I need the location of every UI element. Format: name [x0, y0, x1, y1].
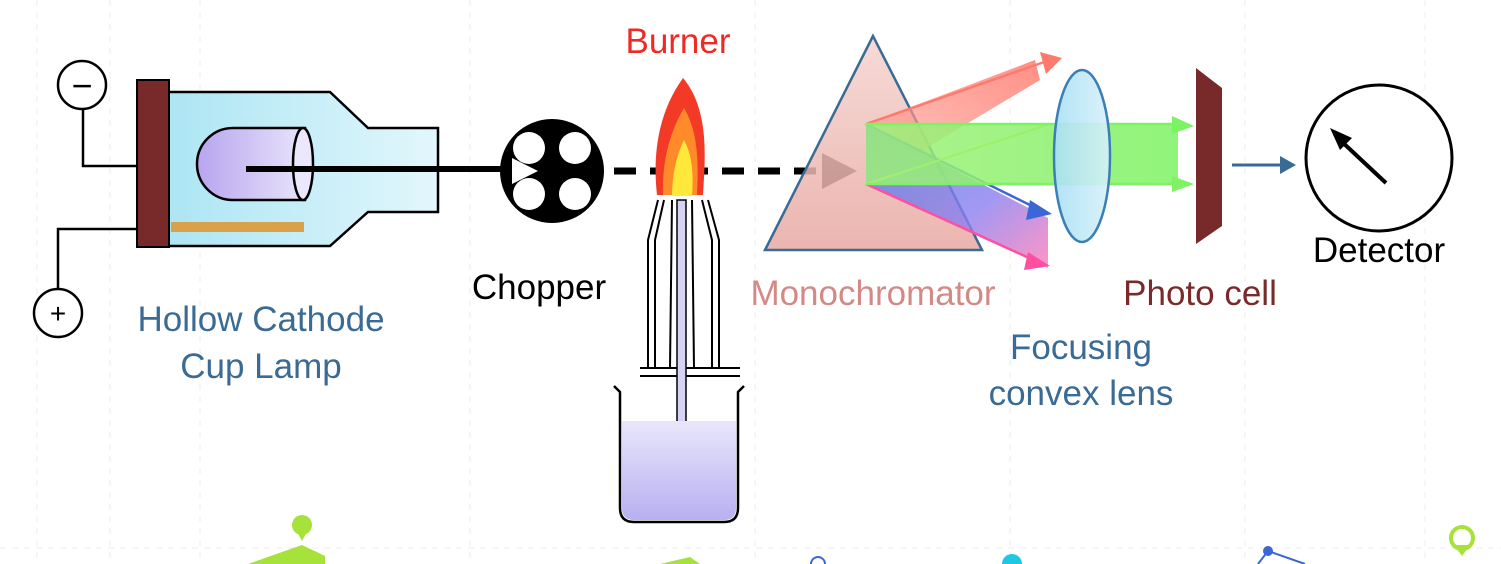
capillary [676, 199, 687, 423]
lens-label-line1: Focusing [1010, 328, 1152, 367]
beaker [613, 385, 745, 524]
lamp-label-line1: Hollow Cathode [137, 300, 384, 339]
hollow-cathode-lamp: − + [32, 59, 440, 339]
chopper [500, 119, 604, 223]
convex-lens [1052, 68, 1112, 244]
detector [1304, 83, 1454, 233]
green-beam [866, 124, 1178, 184]
monochromator-label: Monochromator [750, 274, 995, 313]
photocell-label: Photo cell [1123, 274, 1277, 313]
beaker-liquid [622, 421, 736, 520]
plus-terminal [32, 287, 84, 339]
blue-dot-icon [810, 556, 826, 564]
minus-terminal [56, 59, 108, 111]
green-shape-mid [660, 557, 700, 564]
detector-label: Detector [1313, 231, 1446, 270]
cathode-cup-rim [291, 126, 315, 202]
flame-inner [672, 140, 693, 196]
anode-wire [56, 227, 137, 288]
anode-bar [171, 222, 304, 232]
bottom-decorations [248, 515, 1475, 564]
burner [613, 78, 745, 524]
lamp-label-line2: Cup Lamp [180, 347, 341, 386]
green-shape-left [248, 545, 325, 564]
lens-label-line2: convex lens [989, 374, 1174, 413]
cathode-wire [81, 108, 137, 168]
chopper-label: Chopper [472, 268, 607, 307]
lamp-base [136, 79, 170, 248]
cyan-dot-icon [1002, 554, 1022, 564]
cathode-cup [195, 126, 307, 202]
plus-sign: + [50, 298, 66, 329]
burner-label: Burner [625, 22, 730, 61]
photo-cell [1196, 68, 1222, 244]
minus-sign: − [71, 65, 92, 106]
